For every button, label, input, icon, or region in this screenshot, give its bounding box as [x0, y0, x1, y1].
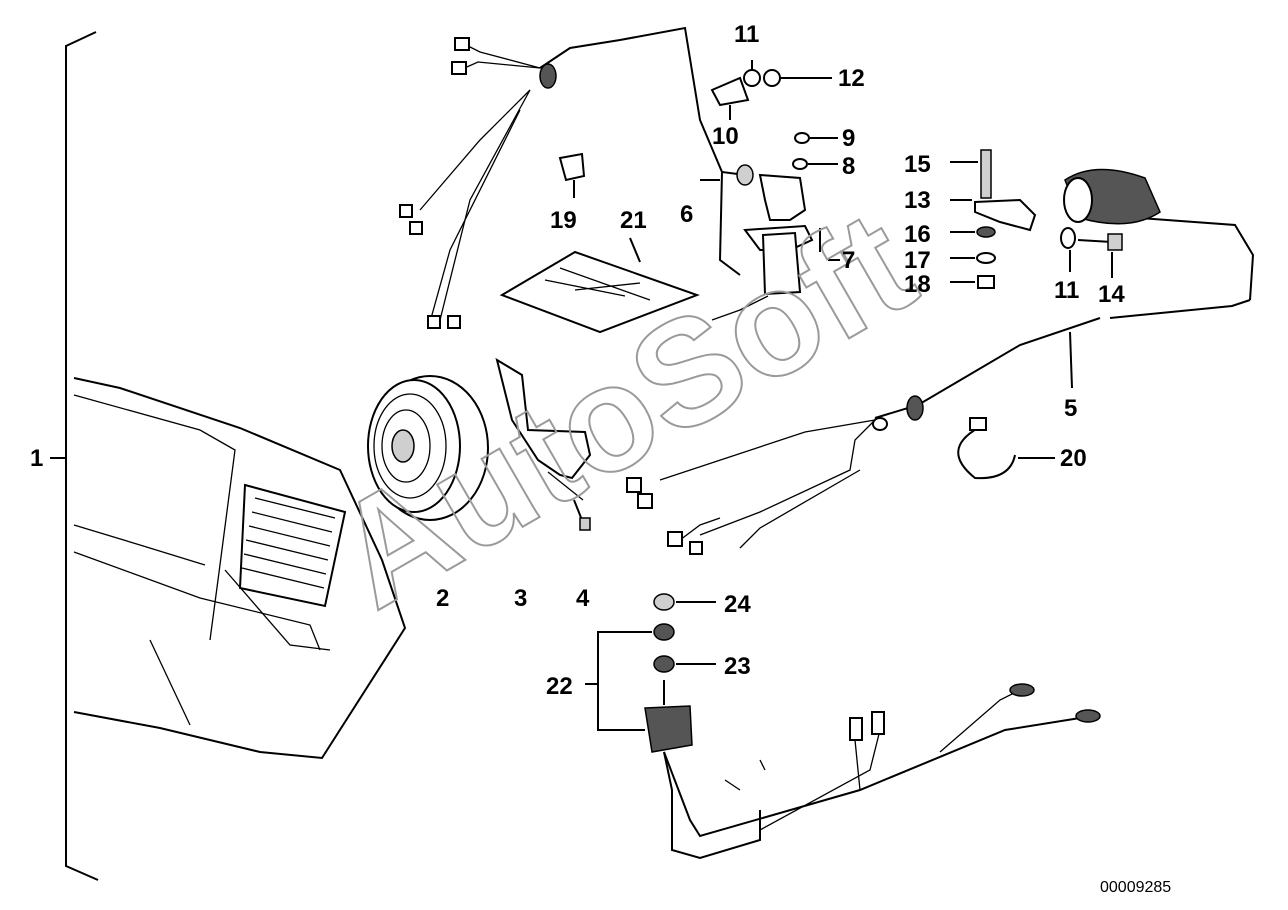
label-1: 1	[30, 445, 43, 472]
label-24: 24	[724, 591, 751, 618]
label-2: 2	[436, 585, 449, 612]
clip-10	[710, 76, 750, 120]
bracket-22	[585, 631, 652, 731]
label-10: 10	[712, 123, 739, 150]
bolt-14	[1077, 233, 1123, 278]
label-20: 20	[1060, 445, 1087, 472]
label-19: 19	[550, 207, 577, 234]
label-18: 18	[904, 271, 931, 298]
label-11-upper: 11	[734, 21, 759, 48]
screw-7	[819, 228, 840, 261]
antenna-base	[700, 164, 814, 321]
washer-16	[950, 226, 996, 238]
label-21: 21	[620, 207, 647, 234]
clip-19	[558, 152, 586, 198]
label-22: 22	[546, 673, 573, 700]
bush-22a	[653, 623, 675, 641]
label-14: 14	[1098, 281, 1125, 308]
screw-4	[573, 499, 591, 531]
label-16: 16	[904, 221, 931, 248]
washer-11-right	[1060, 227, 1076, 272]
nut-9	[794, 132, 838, 144]
nut-12	[763, 69, 832, 87]
washer-17	[950, 252, 996, 264]
bracket-13	[950, 198, 1037, 232]
washer-11-upper	[743, 60, 761, 87]
label-8: 8	[842, 153, 855, 180]
antenna-cable	[399, 26, 746, 329]
bolt-15	[950, 149, 992, 199]
label-5: 5	[1064, 395, 1077, 422]
switch-22	[644, 680, 1101, 860]
diagram-code: 00009285	[1100, 879, 1171, 896]
cap-24	[653, 593, 716, 611]
label-15: 15	[904, 151, 931, 178]
bush-23	[653, 655, 716, 673]
dashboard-panel	[73, 377, 407, 760]
label-4: 4	[576, 585, 590, 612]
nut-18	[950, 275, 995, 289]
assembly-bracket	[50, 31, 99, 881]
label-13: 13	[904, 187, 931, 214]
loudspeaker	[367, 375, 489, 521]
label-12: 12	[838, 65, 865, 92]
label-23: 23	[724, 653, 751, 680]
label-6: 6	[680, 201, 693, 228]
label-9: 9	[842, 125, 855, 152]
leader-5	[1069, 331, 1073, 389]
label-7: 7	[842, 247, 855, 274]
speaker-holder	[495, 357, 592, 501]
label-3: 3	[514, 585, 527, 612]
label-11-right: 11	[1054, 277, 1079, 304]
instruction-sheet-21	[499, 237, 700, 334]
label-17: 17	[904, 247, 931, 274]
cable-tie-20	[957, 417, 1055, 480]
washer-8	[792, 158, 838, 170]
speaker-harness	[626, 168, 1255, 555]
